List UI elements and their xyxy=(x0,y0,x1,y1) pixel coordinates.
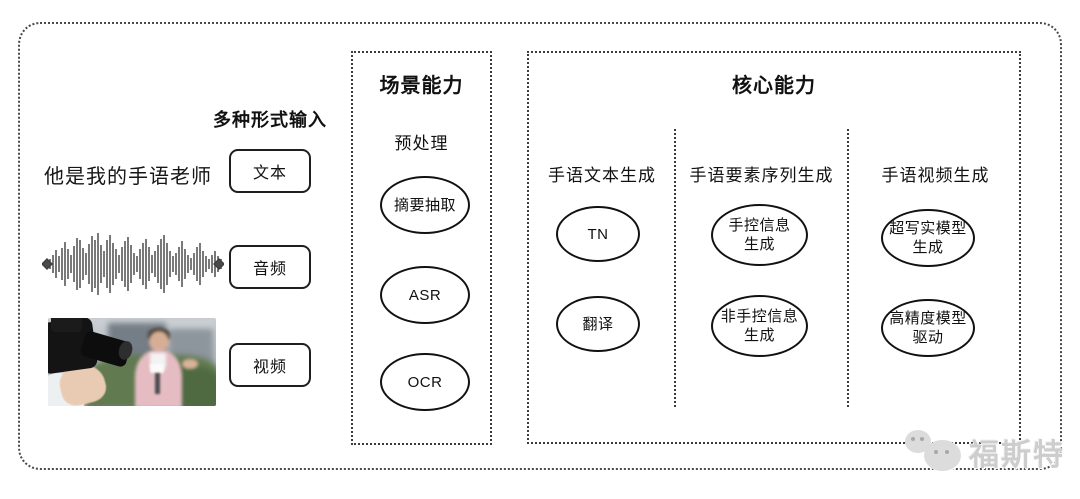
node-summary-extraction: 摘要抽取 xyxy=(380,176,470,234)
reporter-head xyxy=(148,331,169,353)
node-high-precision-model-driving: 高精度模型 驱动 xyxy=(881,299,975,357)
text-input-node: 文本 xyxy=(229,149,311,193)
watermark-label: 福斯特 xyxy=(969,439,1065,472)
audio-input-node: 音频 xyxy=(229,245,311,289)
microphone-stem xyxy=(154,372,160,394)
node-asr: ASR xyxy=(380,266,470,324)
microphone-icon xyxy=(150,363,164,374)
sample-sentence: 他是我的手语老师 xyxy=(44,166,212,188)
scene-box-title: 场景能力 xyxy=(379,75,464,97)
column-header-video-generation: 手语视频生成 xyxy=(881,166,990,185)
node-label: 翻译 xyxy=(582,315,614,333)
node-label: 摘要抽取 xyxy=(393,196,456,214)
node-label: TN xyxy=(587,225,609,243)
input-section-title: 多种形式输入 xyxy=(213,110,327,130)
icon-eye xyxy=(911,437,915,441)
node-translation: 翻译 xyxy=(556,296,640,352)
video-input-node: 视频 xyxy=(229,343,311,387)
icon-eye xyxy=(920,437,924,441)
watermark: 福斯特 xyxy=(893,420,1073,478)
outer-frame xyxy=(18,22,1062,470)
node-label: ASR xyxy=(408,286,442,304)
audio-waveform-icon xyxy=(42,233,224,295)
camera-top xyxy=(51,318,82,333)
node-tn: TN xyxy=(556,206,640,262)
node-manual-info-generation: 手控信息 生成 xyxy=(711,204,808,266)
node-label: 高精度模型 驱动 xyxy=(889,310,967,346)
node-label: 非手控信息 生成 xyxy=(720,308,799,344)
node-hyperrealistic-model-generation: 超写实模型 生成 xyxy=(881,209,975,267)
node-label: OCR xyxy=(407,373,443,391)
icon-eye xyxy=(934,450,938,454)
node-non-manual-info-generation: 非手控信息 生成 xyxy=(711,295,808,357)
wechat-icon xyxy=(924,440,961,471)
scene-box-subtitle: 预处理 xyxy=(394,134,449,153)
core-box-title: 核心能力 xyxy=(732,75,816,97)
column-header-text-generation: 手语文本生成 xyxy=(548,166,656,185)
icon-eye xyxy=(945,450,949,454)
node-ocr: OCR xyxy=(380,353,470,411)
column-divider xyxy=(847,129,849,407)
node-label: 手控信息 生成 xyxy=(728,217,791,253)
column-divider xyxy=(674,129,676,407)
wechat-icon xyxy=(905,430,931,453)
node-label: 超写实模型 生成 xyxy=(889,220,967,256)
core-capability-box: 核心能力 手语文本生成 手语要素序列生成 手语视频生成 TN 翻译 手控信息 生… xyxy=(527,51,1021,444)
video-thumbnail xyxy=(48,318,216,406)
scene-capability-box: 场景能力 预处理 摘要抽取 ASR OCR xyxy=(351,51,492,445)
column-header-element-sequence-generation: 手语要素序列生成 xyxy=(689,166,834,185)
reporter-hand xyxy=(182,359,198,370)
